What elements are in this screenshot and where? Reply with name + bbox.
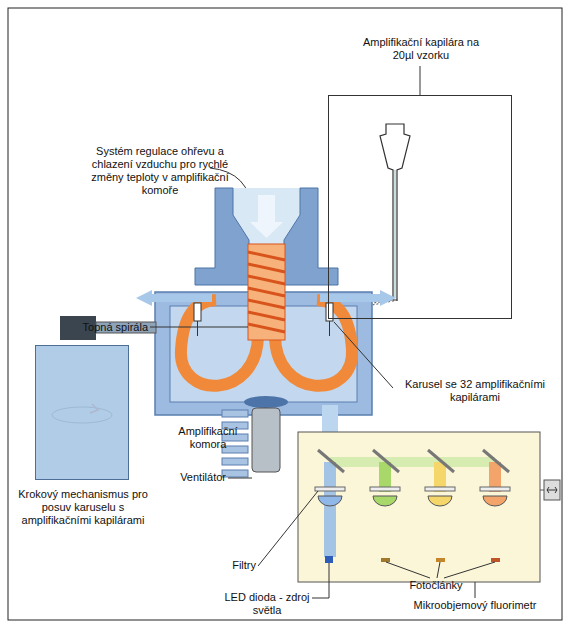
lens: [483, 496, 507, 506]
capillary: [197, 321, 198, 336]
coil-turn: [248, 276, 285, 284]
leader-line: [258, 491, 318, 566]
coil-turn: [248, 264, 285, 272]
part-label: Filtry: [216, 559, 256, 572]
node-text: Amplifikační kapilára na 20µl vzorku: [361, 36, 481, 62]
double-arrow: [547, 487, 557, 493]
filters: [315, 487, 510, 491]
part-label: Systém regulace ohřevu a chlazení vzduch…: [90, 145, 230, 197]
capillary: [329, 321, 330, 336]
part-label: LED dioda - zdroj světla: [222, 591, 312, 617]
leader-line: [312, 563, 329, 598]
hot-air-flow: [181, 300, 258, 386]
leader-line: [437, 562, 440, 578]
led: [325, 556, 333, 563]
capillary: [194, 303, 201, 321]
coil-turn: [248, 312, 285, 320]
leader-line: [150, 327, 248, 328]
leader-line: [420, 66, 421, 95]
emission-beam: [330, 457, 495, 467]
excitation-beam: [324, 462, 336, 557]
coil-turn: [248, 252, 285, 260]
leader-line: [334, 322, 393, 388]
coil-turns: [248, 252, 285, 332]
zoom-box: Amplifikační kapilára na 20µl vzorku: [328, 95, 512, 319]
leader-line: [475, 582, 476, 598]
filter: [480, 487, 510, 491]
heating-coil: [248, 244, 285, 340]
exhaust-arrow: [150, 294, 212, 302]
lens: [318, 496, 342, 506]
filter: [315, 487, 345, 491]
part-label: Karusel se 32 amplifikačními kapilárami: [395, 378, 555, 404]
coil-turn: [248, 300, 285, 308]
fan-motor: [252, 408, 280, 472]
coil-turn: [248, 288, 285, 296]
frame: [8, 8, 562, 620]
photocell: [436, 558, 445, 562]
actuator: [544, 480, 560, 500]
photocell: [381, 558, 390, 562]
part-label: Topná spirála: [72, 321, 148, 334]
mirror: [373, 450, 399, 472]
mirror: [483, 450, 509, 472]
motor-box: Krokový mechanismus pro posuv karuselu s…: [35, 345, 129, 480]
funnel-wall: [284, 188, 338, 285]
part-label: Amplifikační komora: [168, 425, 248, 451]
fan-blade: [244, 396, 288, 408]
mirror: [428, 450, 454, 472]
leader-line: [444, 562, 495, 578]
exhaust-arrow: [380, 290, 396, 306]
fin: [222, 458, 248, 465]
lens: [373, 496, 397, 506]
mirrors: [318, 450, 509, 472]
hot-air-flow: [275, 300, 352, 386]
funnel-wall: [195, 188, 249, 285]
part-label: Mikroobjemový fluorimetr: [402, 599, 548, 612]
part-label: Ventilátor: [166, 471, 226, 484]
node-text: Krokový mechanismus pro posuv karuselu s…: [8, 488, 158, 527]
filter: [425, 487, 455, 491]
fluorimeter-box: [298, 432, 540, 582]
lens: [428, 496, 452, 506]
air-flow-arrow: [250, 195, 283, 238]
fin: [222, 410, 248, 417]
mirror: [318, 450, 344, 472]
exhaust-arrow: [136, 290, 152, 306]
capillary-bore: [395, 170, 396, 298]
exhaust-arrow: [320, 294, 382, 302]
leader-line: [386, 562, 430, 578]
coil-turn: [248, 324, 285, 332]
part-label: Fotočlánky: [400, 579, 472, 592]
capillary-drawing: [380, 124, 410, 300]
leader-line: [228, 478, 252, 479]
photocell: [491, 558, 500, 562]
filter: [370, 487, 400, 491]
